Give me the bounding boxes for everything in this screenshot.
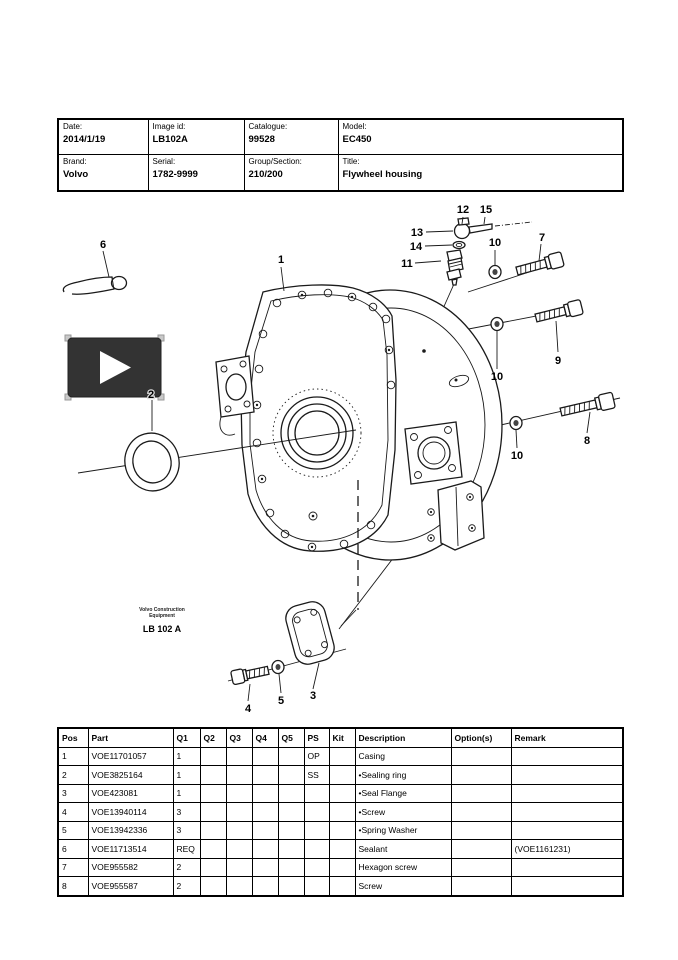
meta-model: Model:EC450 (337, 118, 624, 155)
washer-10a-drawing (488, 264, 502, 280)
callout-10a: 10 (489, 237, 501, 249)
meta-group-section: Group/Section:210/200 (243, 154, 339, 192)
callout-9: 9 (555, 355, 561, 367)
bolt-7-drawing (515, 251, 565, 276)
parts-table: Pos Part Q1 Q2 Q3 Q4 Q5 PS Kit Descripti… (57, 727, 624, 897)
callout-8: 8 (584, 435, 590, 447)
meta-serial: Serial:1782-9999 (147, 154, 245, 192)
video-play-overlay[interactable] (64, 334, 165, 401)
callout-numbers: 1 2 3 4 5 6 7 8 9 10 10 10 11 12 13 14 1… (100, 204, 590, 715)
col-ps: PS (303, 727, 330, 748)
seal-flange-drawing (285, 601, 335, 665)
washer-5-drawing (271, 659, 285, 675)
callout-10b: 10 (491, 371, 503, 383)
screw-4-drawing (230, 665, 270, 686)
washer-10b-drawing (490, 316, 504, 332)
col-q1: Q1 (172, 727, 201, 748)
meta-image-id: Image id:LB102A (147, 118, 245, 155)
callout-15: 15 (480, 204, 492, 216)
callout-6: 6 (100, 239, 106, 251)
col-pos: Pos (57, 727, 89, 748)
sealant-tube-drawing (62, 275, 128, 295)
housing-right-pad (404, 421, 463, 485)
callout-12: 12 (457, 204, 469, 216)
flywheel-housing-drawing (215, 284, 503, 561)
table-header-row: Pos Part Q1 Q2 Q3 Q4 Q5 PS Kit Descripti… (57, 727, 624, 748)
sealing-ring-drawing (124, 432, 180, 492)
callout-3: 3 (310, 690, 316, 702)
meta-catalogue: Catalogue:99528 (243, 118, 339, 155)
callout-14: 14 (410, 241, 423, 253)
logo-line2: Equipment (149, 613, 175, 619)
gasket-bolt-holes (252, 288, 396, 552)
callout-1: 1 (278, 254, 284, 266)
col-part: Part (87, 727, 174, 748)
col-kit: Kit (328, 727, 356, 748)
play-icon (100, 351, 131, 384)
logo-model: LB 102 A (143, 624, 182, 634)
volvo-logo: Volvo Construction Equipment LB 102 A (139, 607, 185, 634)
washer-10c-drawing (509, 415, 523, 431)
bolt-9-drawing (534, 299, 584, 323)
axis-line-seal (77, 429, 357, 474)
callout-leaders (102, 216, 591, 702)
col-q2: Q2 (199, 727, 227, 748)
housing-left-flange (215, 355, 255, 436)
col-q3: Q3 (225, 727, 253, 748)
callout-5: 5 (278, 695, 284, 707)
bolt-8-drawing (559, 391, 616, 417)
col-remark: Remark (510, 727, 624, 748)
col-q4: Q4 (251, 727, 279, 748)
callout-4: 4 (245, 703, 252, 715)
housing-lower-right-block (427, 480, 485, 551)
callout-2: 2 (148, 389, 154, 401)
centerline-link (340, 609, 357, 627)
callout-7: 7 (539, 232, 545, 244)
meta-title: Title:Flywheel housing (337, 154, 624, 192)
callout-13: 13 (411, 227, 423, 239)
col-description: Description (354, 727, 452, 748)
callout-11: 11 (401, 258, 413, 270)
header-table: Date:2014/1/19 Image id:LB102A Catalogue… (57, 118, 624, 192)
col-options: Option(s) (450, 727, 512, 748)
logo-line1: Volvo Construction (139, 607, 185, 613)
callout-10c: 10 (511, 450, 523, 462)
col-q5: Q5 (277, 727, 305, 748)
